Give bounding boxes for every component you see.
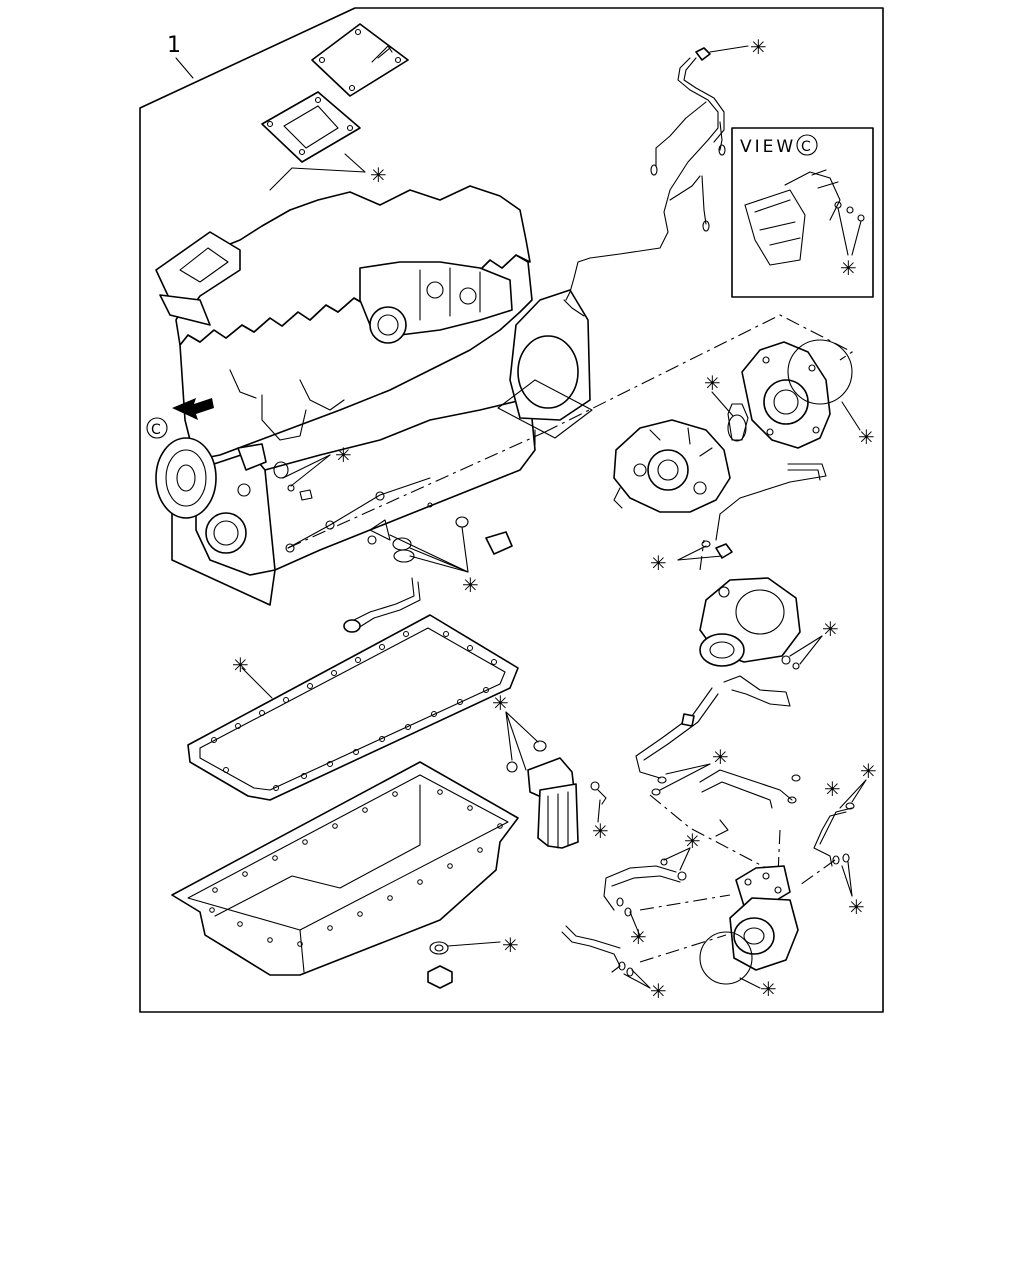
mark-symbol: ✳ bbox=[650, 979, 667, 1003]
assembly-ref-number: 1 bbox=[167, 33, 181, 58]
head-cover-plate bbox=[311, 23, 409, 97]
assembly-callout: 1 bbox=[167, 33, 194, 79]
mark-symbol: ✳ bbox=[492, 691, 509, 715]
mark-symbol: ✳ bbox=[684, 829, 701, 853]
air-compressor: ✳ bbox=[699, 865, 799, 1001]
fuel-return-pipe: ✳ bbox=[563, 35, 767, 317]
mark-symbol: ✳ bbox=[860, 759, 877, 783]
view-caption: VIEW bbox=[740, 137, 796, 157]
oil-pipe-seals: ✳ bbox=[343, 502, 513, 633]
turbocharger: ✳ bbox=[699, 577, 839, 670]
mark-symbol: ✳ bbox=[824, 777, 841, 801]
mark-symbol: ✳ bbox=[650, 551, 667, 575]
mark-symbol: ✳ bbox=[462, 573, 479, 597]
mark-symbol: ✳ bbox=[704, 371, 721, 395]
turbo-oil-pipe: ✳ bbox=[650, 463, 827, 575]
mark-symbol: ✳ bbox=[760, 977, 777, 1001]
mark-symbol: ✳ bbox=[630, 925, 647, 949]
engine-block bbox=[155, 185, 593, 606]
mark-symbol: ✳ bbox=[592, 819, 609, 843]
supply-pump bbox=[613, 419, 731, 513]
front-orings: ✳ bbox=[237, 443, 352, 501]
view-marker-circle bbox=[146, 417, 168, 439]
kit-frame bbox=[139, 7, 884, 1013]
oil-pan: ✳ bbox=[171, 761, 519, 989]
mark-symbol: ✳ bbox=[858, 425, 875, 449]
mark-symbol: ✳ bbox=[822, 617, 839, 641]
view-direction-arrow: C bbox=[146, 398, 214, 439]
mark-symbol: ✳ bbox=[750, 35, 767, 59]
mark-symbol: ✳ bbox=[232, 653, 249, 677]
mark-symbol: ✳ bbox=[712, 745, 729, 769]
oil-pan-gasket: ✳ bbox=[187, 614, 519, 801]
turbo-return-pipe: ✳ bbox=[635, 675, 801, 837]
gasket-callout-top: ✳ bbox=[269, 153, 387, 191]
view-letter: C bbox=[801, 139, 811, 155]
pump-flange: ✳ ✳ bbox=[704, 339, 875, 449]
mark-symbol: ✳ bbox=[335, 443, 352, 467]
view-marker-letter: C bbox=[151, 422, 161, 438]
mark-symbol: ✳ bbox=[848, 895, 865, 919]
compressor-coolant-pipes: ✳ ✳ ✳ bbox=[561, 829, 701, 1003]
mark-symbol: ✳ bbox=[840, 256, 857, 280]
view-letter-circle bbox=[796, 134, 818, 156]
head-cover-gasket bbox=[261, 91, 361, 163]
mark-symbol: ✳ bbox=[370, 163, 387, 187]
oil-filter: ✳ ✳ bbox=[492, 691, 609, 849]
view-c-detail: VIEW C ✳ bbox=[731, 127, 874, 298]
mark-symbol: ✳ bbox=[502, 933, 519, 957]
compressor-air-pipe: ✳ ✳ ✳ bbox=[813, 759, 877, 919]
